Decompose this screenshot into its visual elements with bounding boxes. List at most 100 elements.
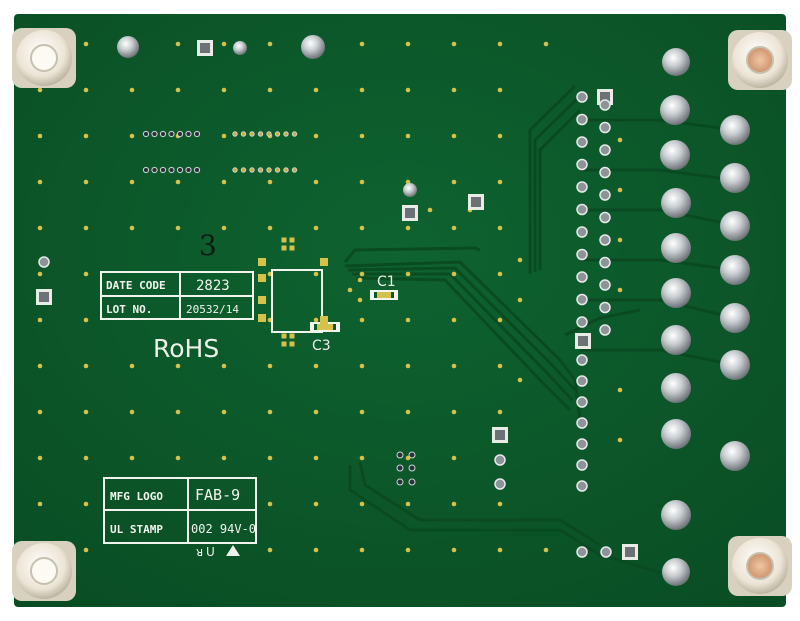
connector-pin [599, 121, 611, 134]
solder-joint [661, 233, 691, 263]
via [617, 287, 623, 293]
via [221, 409, 227, 415]
via [37, 501, 43, 507]
via [359, 455, 365, 461]
solder-joint [662, 558, 690, 586]
solder-joint [660, 140, 690, 170]
via [37, 133, 43, 139]
via [617, 187, 623, 193]
connector-pin [599, 279, 611, 291]
solder-joint [720, 350, 750, 380]
header-pin [274, 131, 281, 137]
via [129, 87, 135, 93]
solder-joint [661, 325, 691, 355]
via [83, 363, 89, 369]
solder-joint [720, 303, 750, 333]
trace [358, 461, 601, 547]
standoff [728, 30, 792, 90]
square-pad [39, 292, 49, 302]
via [451, 179, 457, 185]
via [497, 363, 503, 369]
via [175, 363, 181, 369]
via [405, 225, 411, 231]
mfg-logo-value: FAB-9 [195, 486, 240, 504]
header-pin [283, 131, 289, 137]
lot-no-value: 20532/14 [186, 303, 239, 316]
via [359, 225, 365, 231]
via [451, 501, 457, 507]
via [313, 547, 319, 553]
via [267, 363, 273, 369]
via [175, 41, 181, 47]
connector-pin [600, 546, 612, 558]
via [221, 455, 227, 461]
via [357, 297, 363, 303]
via [497, 317, 503, 323]
header-pin [176, 166, 184, 174]
via [221, 41, 227, 47]
via [37, 317, 43, 323]
via [617, 237, 623, 243]
standoff [12, 541, 76, 601]
standoff [12, 28, 76, 88]
solder-joint [117, 36, 139, 58]
via [221, 133, 227, 139]
smd-capacitor-c1 [370, 290, 398, 300]
via [175, 179, 181, 185]
via [83, 271, 89, 277]
ic-pad [289, 333, 295, 339]
via [37, 363, 43, 369]
ic-pads [258, 237, 328, 347]
solder-joint [661, 188, 691, 218]
header-pin [249, 131, 255, 137]
via [267, 409, 273, 415]
trace [580, 348, 736, 367]
solder-joint [720, 115, 750, 145]
date-code-label: DATE CODE [106, 279, 166, 292]
via [267, 547, 273, 553]
square-pad [625, 547, 635, 557]
ic-pad [289, 341, 295, 347]
via [313, 133, 319, 139]
via [405, 41, 411, 47]
trace [348, 465, 661, 574]
via [405, 363, 411, 369]
header-pin [408, 478, 416, 486]
connector-pin [576, 248, 588, 261]
via [347, 287, 353, 293]
header-pin [396, 464, 404, 472]
solder-joint [661, 419, 691, 449]
ic-pad [281, 333, 287, 339]
standoff-hole [746, 552, 774, 580]
header-pin [240, 131, 247, 137]
via [313, 317, 319, 323]
ic-pad [281, 341, 287, 347]
solder-joint [661, 373, 691, 403]
via [175, 225, 181, 231]
via [359, 271, 365, 277]
via [451, 547, 457, 553]
header-pin [266, 131, 272, 137]
connector-pin [599, 234, 611, 246]
trace [564, 308, 641, 337]
header-pin [176, 130, 184, 138]
via [175, 409, 181, 415]
via [497, 409, 503, 415]
via [357, 277, 363, 283]
mounting-standoffs [12, 28, 792, 601]
via [267, 501, 273, 507]
header-pin [274, 167, 281, 173]
via [313, 87, 319, 93]
connector-pin [599, 301, 611, 314]
connector-pin [576, 354, 588, 366]
via [175, 87, 181, 93]
silkscreen-outlines [100, 269, 323, 544]
solder-joint [661, 278, 691, 308]
via [517, 257, 523, 263]
lot-no-label: LOT NO. [106, 303, 152, 316]
connector-pin [599, 99, 611, 111]
via [405, 271, 411, 277]
solder-joint [403, 183, 417, 197]
header-pin [257, 131, 264, 137]
via [451, 363, 457, 369]
